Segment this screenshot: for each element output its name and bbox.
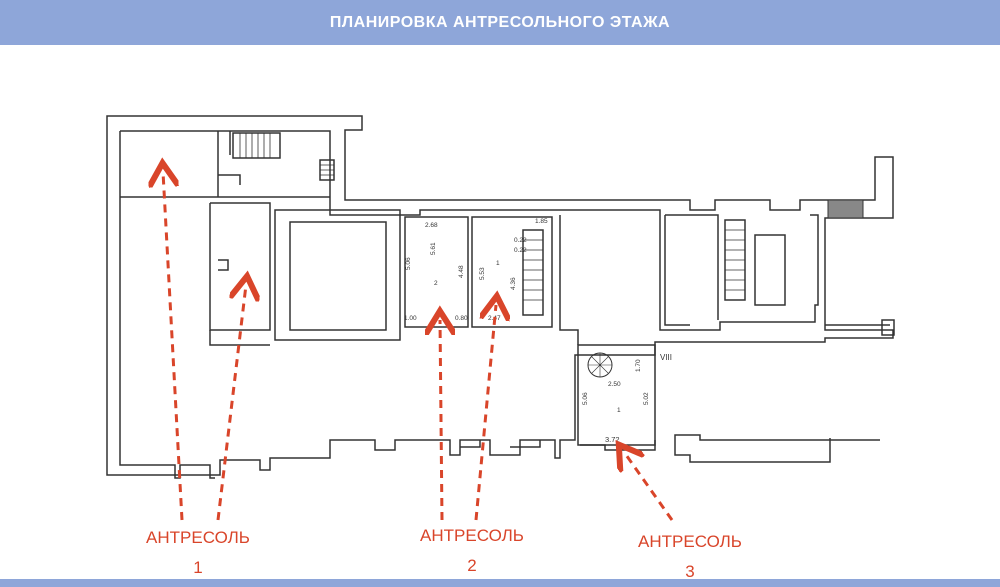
staircase-mid (522, 229, 544, 316)
dim-room2-side: 5.06 (405, 257, 412, 270)
arrow-1b (216, 285, 246, 521)
dim-viii-left: 5.06 (582, 392, 589, 405)
dim-viii-small: 1.70 (635, 359, 642, 372)
outer-wall (106, 115, 894, 476)
header-bar: ПЛАНИРОВКА АНТРЕСОЛЬНОГО ЭТАЖА (0, 0, 1000, 45)
room-viii-number: 1 (617, 407, 621, 414)
inner-wall (119, 130, 880, 479)
dim-room1a-side: 5.53 (479, 267, 486, 280)
room-left-middle (209, 202, 271, 331)
arrow-3 (624, 452, 674, 521)
room-2-number: 2 (434, 280, 438, 287)
callout-3-number: 3 (685, 562, 695, 581)
callout-2-label: АНТРЕСОЛЬ (420, 526, 524, 545)
arrow-1a (163, 172, 184, 521)
staircase-top (232, 132, 281, 159)
callout-2: АНТРЕСОЛЬ 2 (392, 521, 552, 581)
room-square (274, 209, 401, 341)
room-viii-label: VIII (660, 353, 672, 362)
callout-3-label: АНТРЕСОЛЬ (638, 532, 742, 551)
dim-room2-bottom-left: 1.00 (404, 315, 417, 322)
dim-viii-right: 5.02 (643, 392, 650, 405)
room-right (559, 214, 719, 345)
room-1a-outline (471, 216, 553, 328)
page-title: ПЛАНИРОВКА АНТРЕСОЛЬНОГО ЭТАЖА (329, 13, 671, 31)
vent-box (827, 199, 864, 219)
dim-room2-top: 2.68 (425, 222, 438, 229)
dim-room2-bottom-right: 0.80 (455, 315, 468, 322)
dim-room1a-right: 4.36 (510, 277, 517, 290)
dim-room1a-top-b: 0.22 (514, 237, 527, 244)
lift-box (754, 234, 786, 306)
callout-1-number: 1 (193, 558, 203, 577)
callout-3: АНТРЕСОЛЬ 3 (610, 527, 770, 587)
dim-room2-right: 4.48 (458, 265, 465, 278)
room-top-left (120, 131, 330, 198)
arrow-2b (474, 305, 496, 521)
room-1a-number: 1 (496, 260, 500, 267)
dim-viii-bottom: 3.72 (605, 435, 620, 444)
callout-1: АНТРЕСОЛЬ 1 (118, 523, 278, 583)
dim-viii-inner: 2.50 (608, 381, 621, 388)
callout-1-label: АНТРЕСОЛЬ (146, 528, 250, 547)
arrow-2a (440, 320, 442, 521)
footer-bar (0, 579, 1000, 587)
dim-room2-center: 5.61 (430, 242, 437, 255)
callout-2-number: 2 (467, 556, 477, 575)
dim-room1a-top-a: 1.85 (535, 218, 548, 225)
dim-room1a-top-c: 0.22 (514, 247, 527, 254)
